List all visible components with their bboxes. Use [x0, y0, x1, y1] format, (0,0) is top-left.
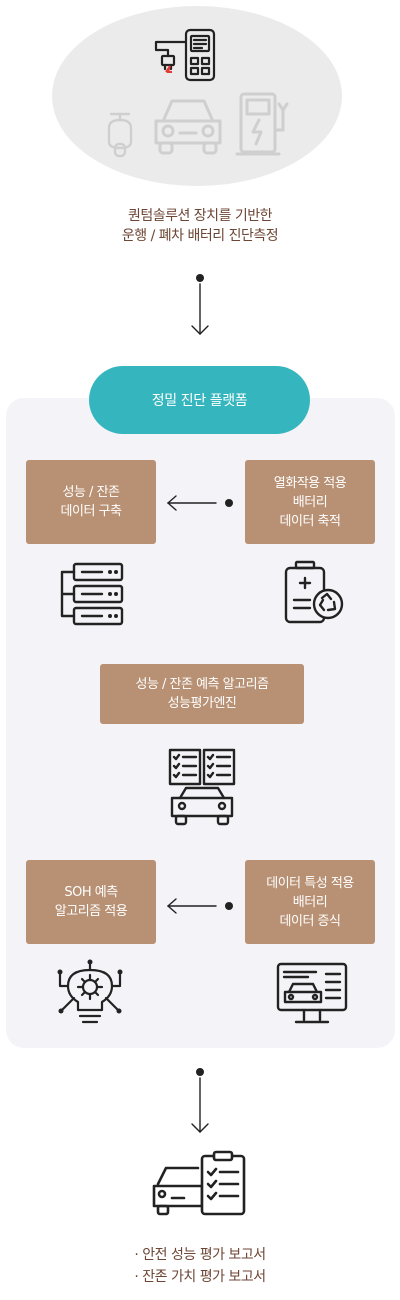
left-arrow-icon — [167, 495, 233, 511]
down-arrow-icon — [191, 283, 209, 335]
left-arrow-icon-2 — [167, 898, 233, 914]
step-degradation-data: 열화작용 적용 배터리 데이터 축적 — [245, 460, 375, 544]
step-performance-db: 성능 / 잔존 데이터 구축 — [26, 460, 156, 544]
input-caption-line1: 퀀텀솔루션 장치를 기반한 — [127, 208, 273, 224]
ev-charger-icon — [235, 92, 289, 156]
output-item: · 안전 성능 평가 보고서 — [134, 1247, 266, 1263]
server-rack-icon — [60, 562, 124, 626]
output-item: · 잔존 가치 평가 보고서 — [134, 1269, 266, 1285]
flow-dot-2 — [196, 1068, 204, 1076]
output-list: · 안전 성능 평가 보고서 · 잔존 가치 평가 보고서 — [0, 1244, 400, 1288]
car-report-icon — [152, 1150, 246, 1216]
car-diagnostics-icon — [168, 748, 236, 826]
step-characteristic-data: 데이터 특성 적용 배터리 데이터 증식 — [245, 860, 375, 944]
monitor-car-icon — [276, 962, 348, 1024]
charging-device-icon — [154, 28, 216, 82]
down-arrow-icon-2 — [191, 1077, 209, 1133]
input-caption: 퀀텀솔루션 장치를 기반한 운행 / 폐차 배터리 진단측정 — [0, 206, 400, 246]
battery-recycle-icon — [284, 560, 344, 624]
platform-title: 정밀 진단 플랫폼 — [151, 393, 248, 409]
platform-title-badge: 정밀 진단 플랫폼 — [89, 366, 310, 434]
input-caption-line2: 운행 / 폐차 배터리 진단측정 — [121, 228, 279, 244]
step-prediction-engine: 성능 / 잔존 예측 알고리즘 성능평가엔진 — [100, 664, 304, 724]
step-soh-algorithm: SOH 예측 알고리즘 적용 — [26, 860, 156, 944]
scooter-icon — [107, 112, 133, 158]
flow-dot — [196, 274, 204, 282]
ai-lightbulb-icon — [57, 959, 123, 1024]
car-icon — [154, 99, 222, 155]
